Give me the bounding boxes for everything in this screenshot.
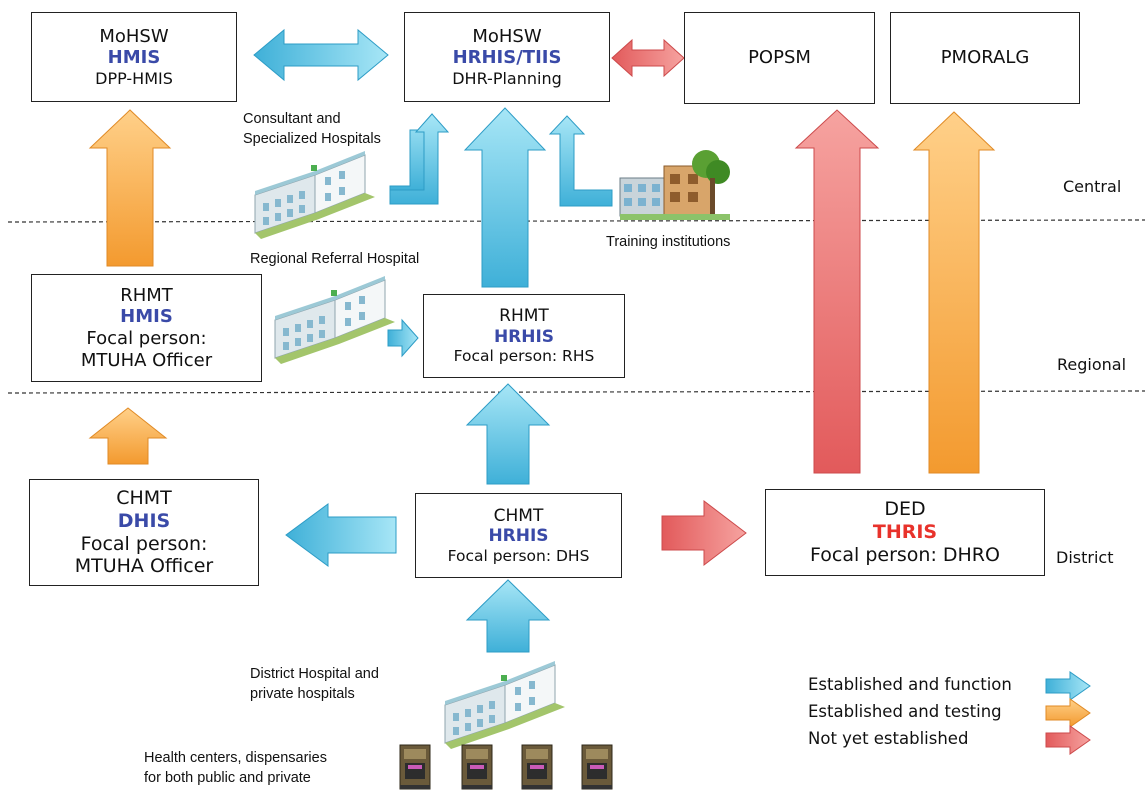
training-institutions-label: Training institutions (606, 234, 731, 250)
pmoralg-box: PMORALG (890, 12, 1080, 104)
regional-hospital-illustration (274, 275, 396, 365)
legend-function-arrow (1045, 671, 1091, 701)
rhmt-hmis-focal-line1: Focal person: (86, 328, 207, 349)
level-district-label: District (1056, 548, 1114, 567)
ded-org: DED (884, 498, 926, 521)
pmoralg-testing-arrow (912, 111, 996, 474)
mohsw-hrhis-org: MoHSW (472, 25, 542, 47)
training-institutions-illustration (619, 150, 730, 220)
consultant-hospitals-label-line2: Specialized Hospitals (243, 130, 381, 147)
mohsw-hmis-org: MoHSW (99, 25, 169, 47)
rhmt-hmis-focal-line2: MTUHA Officer (80, 349, 213, 371)
hmis-hrhis-double-arrow (253, 28, 389, 82)
training-institutions-arrow (548, 115, 613, 207)
consultant-hospitals-label: Consultant and Specialized Hospitals (243, 110, 381, 149)
rhmt-hrhis-org: RHMT (499, 306, 549, 327)
mohsw-hrhis-box: MoHSW HRHIS/TIIS DHR-Planning (404, 12, 610, 102)
rhmt-to-mohsw-hrhis-arrow (463, 107, 547, 288)
legend-not-established-label: Not yet established (808, 729, 969, 748)
chmt-hrhis-to-dhis-arrow (285, 503, 397, 567)
chmt-dhis-focal-line1: Focal person: (80, 532, 208, 555)
rhmt-hmis-org: RHMT (120, 284, 173, 306)
rhmt-hrhis-system: HRHIS (493, 326, 555, 347)
chmt-hrhis-system: HRHIS (488, 526, 549, 547)
consultant-hospitals-illustration (254, 150, 376, 240)
regional-hospital-to-rhmt-arrow (387, 318, 419, 358)
ded-thris-box: DED THRIS Focal person: DHRO (765, 489, 1045, 576)
legend-testing-label: Established and testing (808, 702, 1002, 721)
consultant-hospitals-arrow-body (389, 113, 450, 205)
chmt-hrhis-org: CHMT (493, 505, 544, 526)
chmt-dhis-box: CHMT DHIS Focal person: MTUHA Officer (29, 479, 259, 586)
popsm-org: POPSM (748, 47, 811, 69)
regional-hospital-label: Regional Referral Hospital (250, 251, 420, 267)
chmt-to-rhmt-hrhis-arrow (465, 383, 551, 485)
health-centers-illustration (399, 744, 613, 790)
level-central-label: Central (1063, 177, 1122, 196)
level-regional-label: Regional (1057, 355, 1127, 374)
rhmt-to-mohsw-hmis-arrow (88, 109, 172, 267)
mohsw-hmis-unit: DPP-HMIS (95, 69, 173, 88)
health-centers-label-line2: for both public and private (144, 769, 311, 786)
consultant-hospitals-label-line1: Consultant and (243, 111, 341, 127)
ded-focal: Focal person: DHRO (810, 543, 1000, 566)
mohsw-hmis-box: MoHSW HMIS DPP-HMIS (31, 12, 237, 102)
popsm-box: POPSM (684, 12, 875, 104)
chmt-hrhis-to-thris-arrow (661, 499, 747, 567)
pmoralg-org: PMORALG (940, 47, 1030, 69)
popsm-not-established-arrow (794, 109, 880, 474)
chmt-dhis-org: CHMT (116, 486, 172, 509)
district-hospital-label-line1: District Hospital and (250, 666, 379, 682)
district-hospital-label-line2: private hospitals (250, 685, 355, 702)
rhmt-hmis-system: HMIS (120, 306, 173, 328)
rhmt-hrhis-box: RHMT HRHIS Focal person: RHS (423, 294, 625, 378)
chmt-hrhis-focal: Focal person: DHS (447, 546, 590, 565)
chmt-hrhis-box: CHMT HRHIS Focal person: DHS (415, 493, 622, 578)
mohsw-hrhis-system: HRHIS/TIIS (452, 47, 562, 69)
rhmt-hrhis-focal: Focal person: RHS (453, 347, 595, 366)
health-centers-label-line1: Health centers, dispensaries (144, 750, 327, 766)
mohsw-hrhis-unit: DHR-Planning (452, 69, 562, 88)
legend-testing-arrow (1045, 698, 1091, 728)
chmt-dhis-focal-line2: MTUHA Officer (74, 555, 214, 578)
hrhis-popsm-double-arrow (611, 38, 685, 78)
district-hospital-to-chmt-arrow (465, 579, 551, 653)
legend-not-established-arrow (1045, 725, 1091, 755)
chmt-to-rhmt-hmis-arrow (88, 407, 168, 465)
district-hospital-illustration (444, 660, 566, 750)
ded-system: THRIS (872, 521, 938, 544)
mohsw-hmis-system: HMIS (107, 47, 161, 69)
health-centers-label: Health centers, dispensaries for both pu… (144, 749, 327, 788)
rhmt-hmis-box: RHMT HMIS Focal person: MTUHA Officer (31, 274, 262, 382)
legend-function-label: Established and function (808, 675, 1012, 694)
chmt-dhis-system: DHIS (117, 509, 171, 532)
district-hospital-label: District Hospital and private hospitals (250, 665, 379, 704)
